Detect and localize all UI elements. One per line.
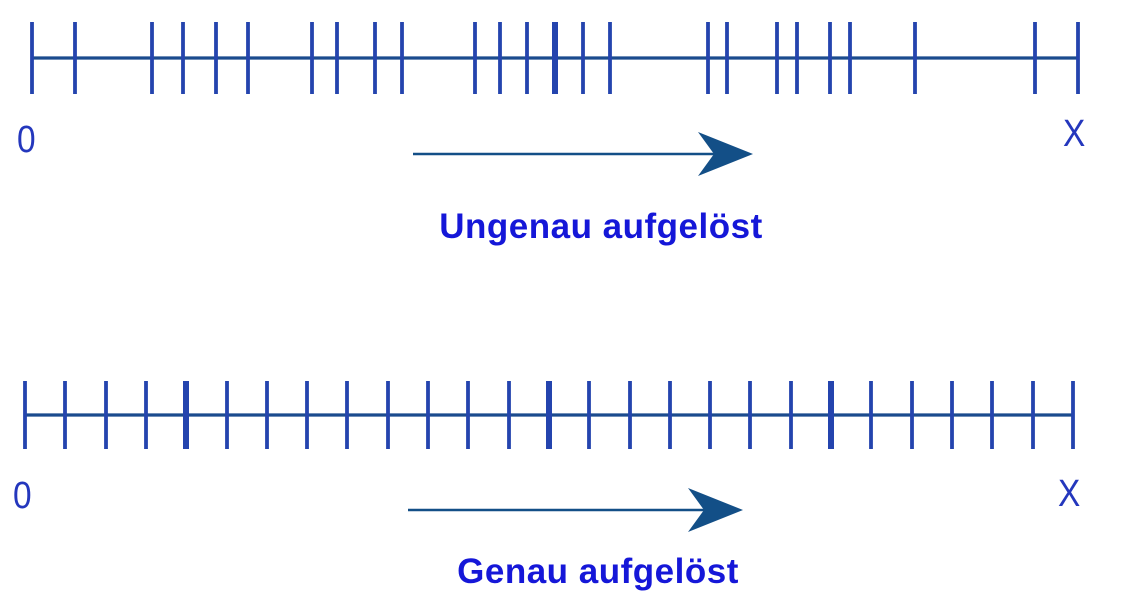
coarse-line-zero-label: 0 [17, 119, 36, 161]
coarse-number-line-arrow-head [698, 132, 753, 176]
fine-line-caption: Genau aufgelöst [457, 552, 739, 591]
fine-line-x-label: X [1058, 473, 1081, 515]
fine-number-line-arrow-head [688, 488, 743, 532]
fine-line-zero-label: 0 [13, 475, 32, 517]
coarse-line-caption: Ungenau aufgelöst [439, 207, 763, 246]
coarse-line-x-label: X [1063, 113, 1086, 155]
